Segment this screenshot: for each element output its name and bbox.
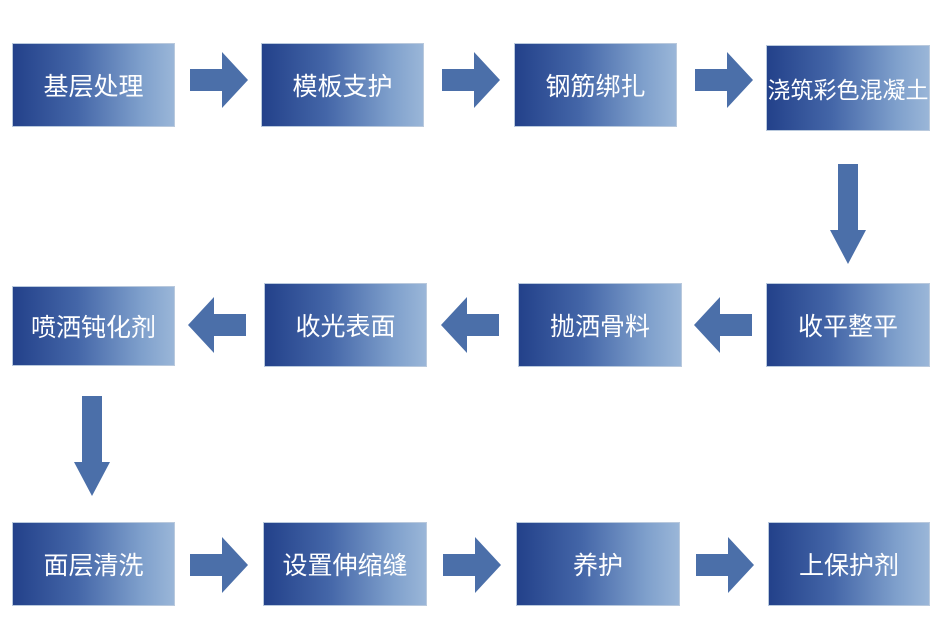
step-surface-washing: 面层清洗 (12, 522, 175, 606)
arrow-down-icon (74, 396, 110, 496)
arrow-right-icon (442, 52, 500, 108)
step-label: 浇筑彩色混凝土 (767, 78, 929, 104)
step-curing: 养护 (516, 522, 680, 606)
step-label: 基层处理 (43, 72, 144, 101)
arrow-left-icon (694, 297, 752, 353)
step-pour-colored-concrete: 浇筑彩色混凝土 (766, 45, 930, 131)
step-label: 收平整平 (797, 312, 898, 341)
step-expansion-joints: 设置伸缩缝 (263, 522, 427, 606)
arrow-left-icon (441, 297, 499, 353)
arrow-right-icon (696, 537, 754, 593)
step-spray-retarder: 喷洒钝化剂 (12, 286, 175, 366)
step-label: 钢筋绑扎 (545, 72, 646, 101)
step-label: 收光表面 (295, 312, 396, 341)
arrow-right-icon (190, 537, 248, 593)
step-base-treatment: 基层处理 (12, 43, 175, 127)
step-apply-sealer: 上保护剂 (768, 522, 930, 606)
arrow-down-icon (830, 164, 866, 264)
step-formwork: 模板支护 (261, 43, 424, 127)
arrow-left-icon (188, 297, 246, 353)
step-label: 上保护剂 (798, 551, 899, 580)
step-label: 喷洒钝化剂 (30, 313, 156, 342)
step-label: 模板支护 (292, 72, 393, 101)
step-label: 设置伸缩缝 (282, 551, 408, 580)
step-label: 养护 (572, 551, 623, 580)
step-label: 面层清洗 (43, 551, 144, 580)
arrow-right-icon (695, 52, 753, 108)
step-label: 抛洒骨料 (549, 312, 650, 341)
step-rebar-binding: 钢筋绑扎 (514, 43, 677, 127)
arrow-right-icon (443, 537, 501, 593)
arrow-right-icon (190, 52, 248, 108)
step-spread-aggregate: 抛洒骨料 (518, 283, 682, 367)
step-trowel-surface: 收光表面 (264, 283, 427, 367)
step-leveling: 收平整平 (766, 283, 930, 367)
